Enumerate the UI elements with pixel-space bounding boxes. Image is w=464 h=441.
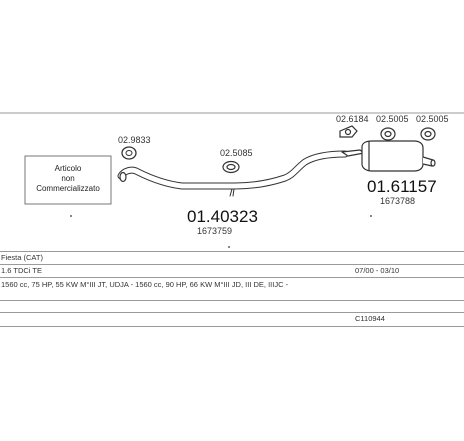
exhaust-diagram: Articolo non Commercializzato 02.9833 02…: [0, 112, 464, 248]
engine-name: 1.6 TDCi TE: [1, 266, 42, 275]
engine-spec: 1560 cc, 75 HP, 55 KW M°III JT, UDJA - 1…: [1, 280, 289, 289]
silencer-oe: 1673788: [380, 196, 415, 206]
notice-line-2: non: [61, 174, 74, 183]
hanger-r1-icon: [380, 127, 396, 141]
clamp-left-code: 02.9833: [118, 135, 151, 145]
notice-line-1: Articolo: [55, 164, 82, 173]
silencer-code: 01.61157: [367, 177, 437, 196]
hanger-r2-icon: [420, 127, 436, 141]
table-line-5: [0, 312, 464, 313]
hanger-r1-code: 02.5005: [376, 114, 409, 124]
dot-left: [70, 215, 72, 217]
model-name: Fiesta (CAT): [1, 253, 43, 262]
dot-mid: [228, 246, 230, 248]
reference-code: C110944: [355, 314, 385, 323]
not-sold-notice: Articolo non Commercializzato: [24, 155, 112, 205]
front-pipe: [117, 150, 349, 197]
gasket-right-code: 02.6184: [336, 114, 369, 124]
notice-line-3: Commercializzato: [36, 184, 100, 193]
table-line-4: [0, 300, 464, 301]
hanger-mid-code: 02.5085: [220, 148, 253, 158]
gasket-right-icon: [339, 125, 358, 138]
table-line-2: [0, 264, 464, 265]
table-line-3: [0, 277, 464, 278]
table-line-1: [0, 251, 464, 252]
rear-silencer: [341, 140, 436, 172]
pipe-code: 01.40323: [187, 207, 258, 226]
hanger-r2-code: 02.5005: [416, 114, 449, 124]
table-line-6: [0, 326, 464, 327]
dot-right: [370, 215, 372, 217]
pipe-oe: 1673759: [197, 226, 232, 236]
production-years: 07/00 - 03/10: [355, 266, 400, 275]
hanger-mid-icon: [222, 160, 240, 174]
clamp-left-icon: [121, 146, 137, 160]
